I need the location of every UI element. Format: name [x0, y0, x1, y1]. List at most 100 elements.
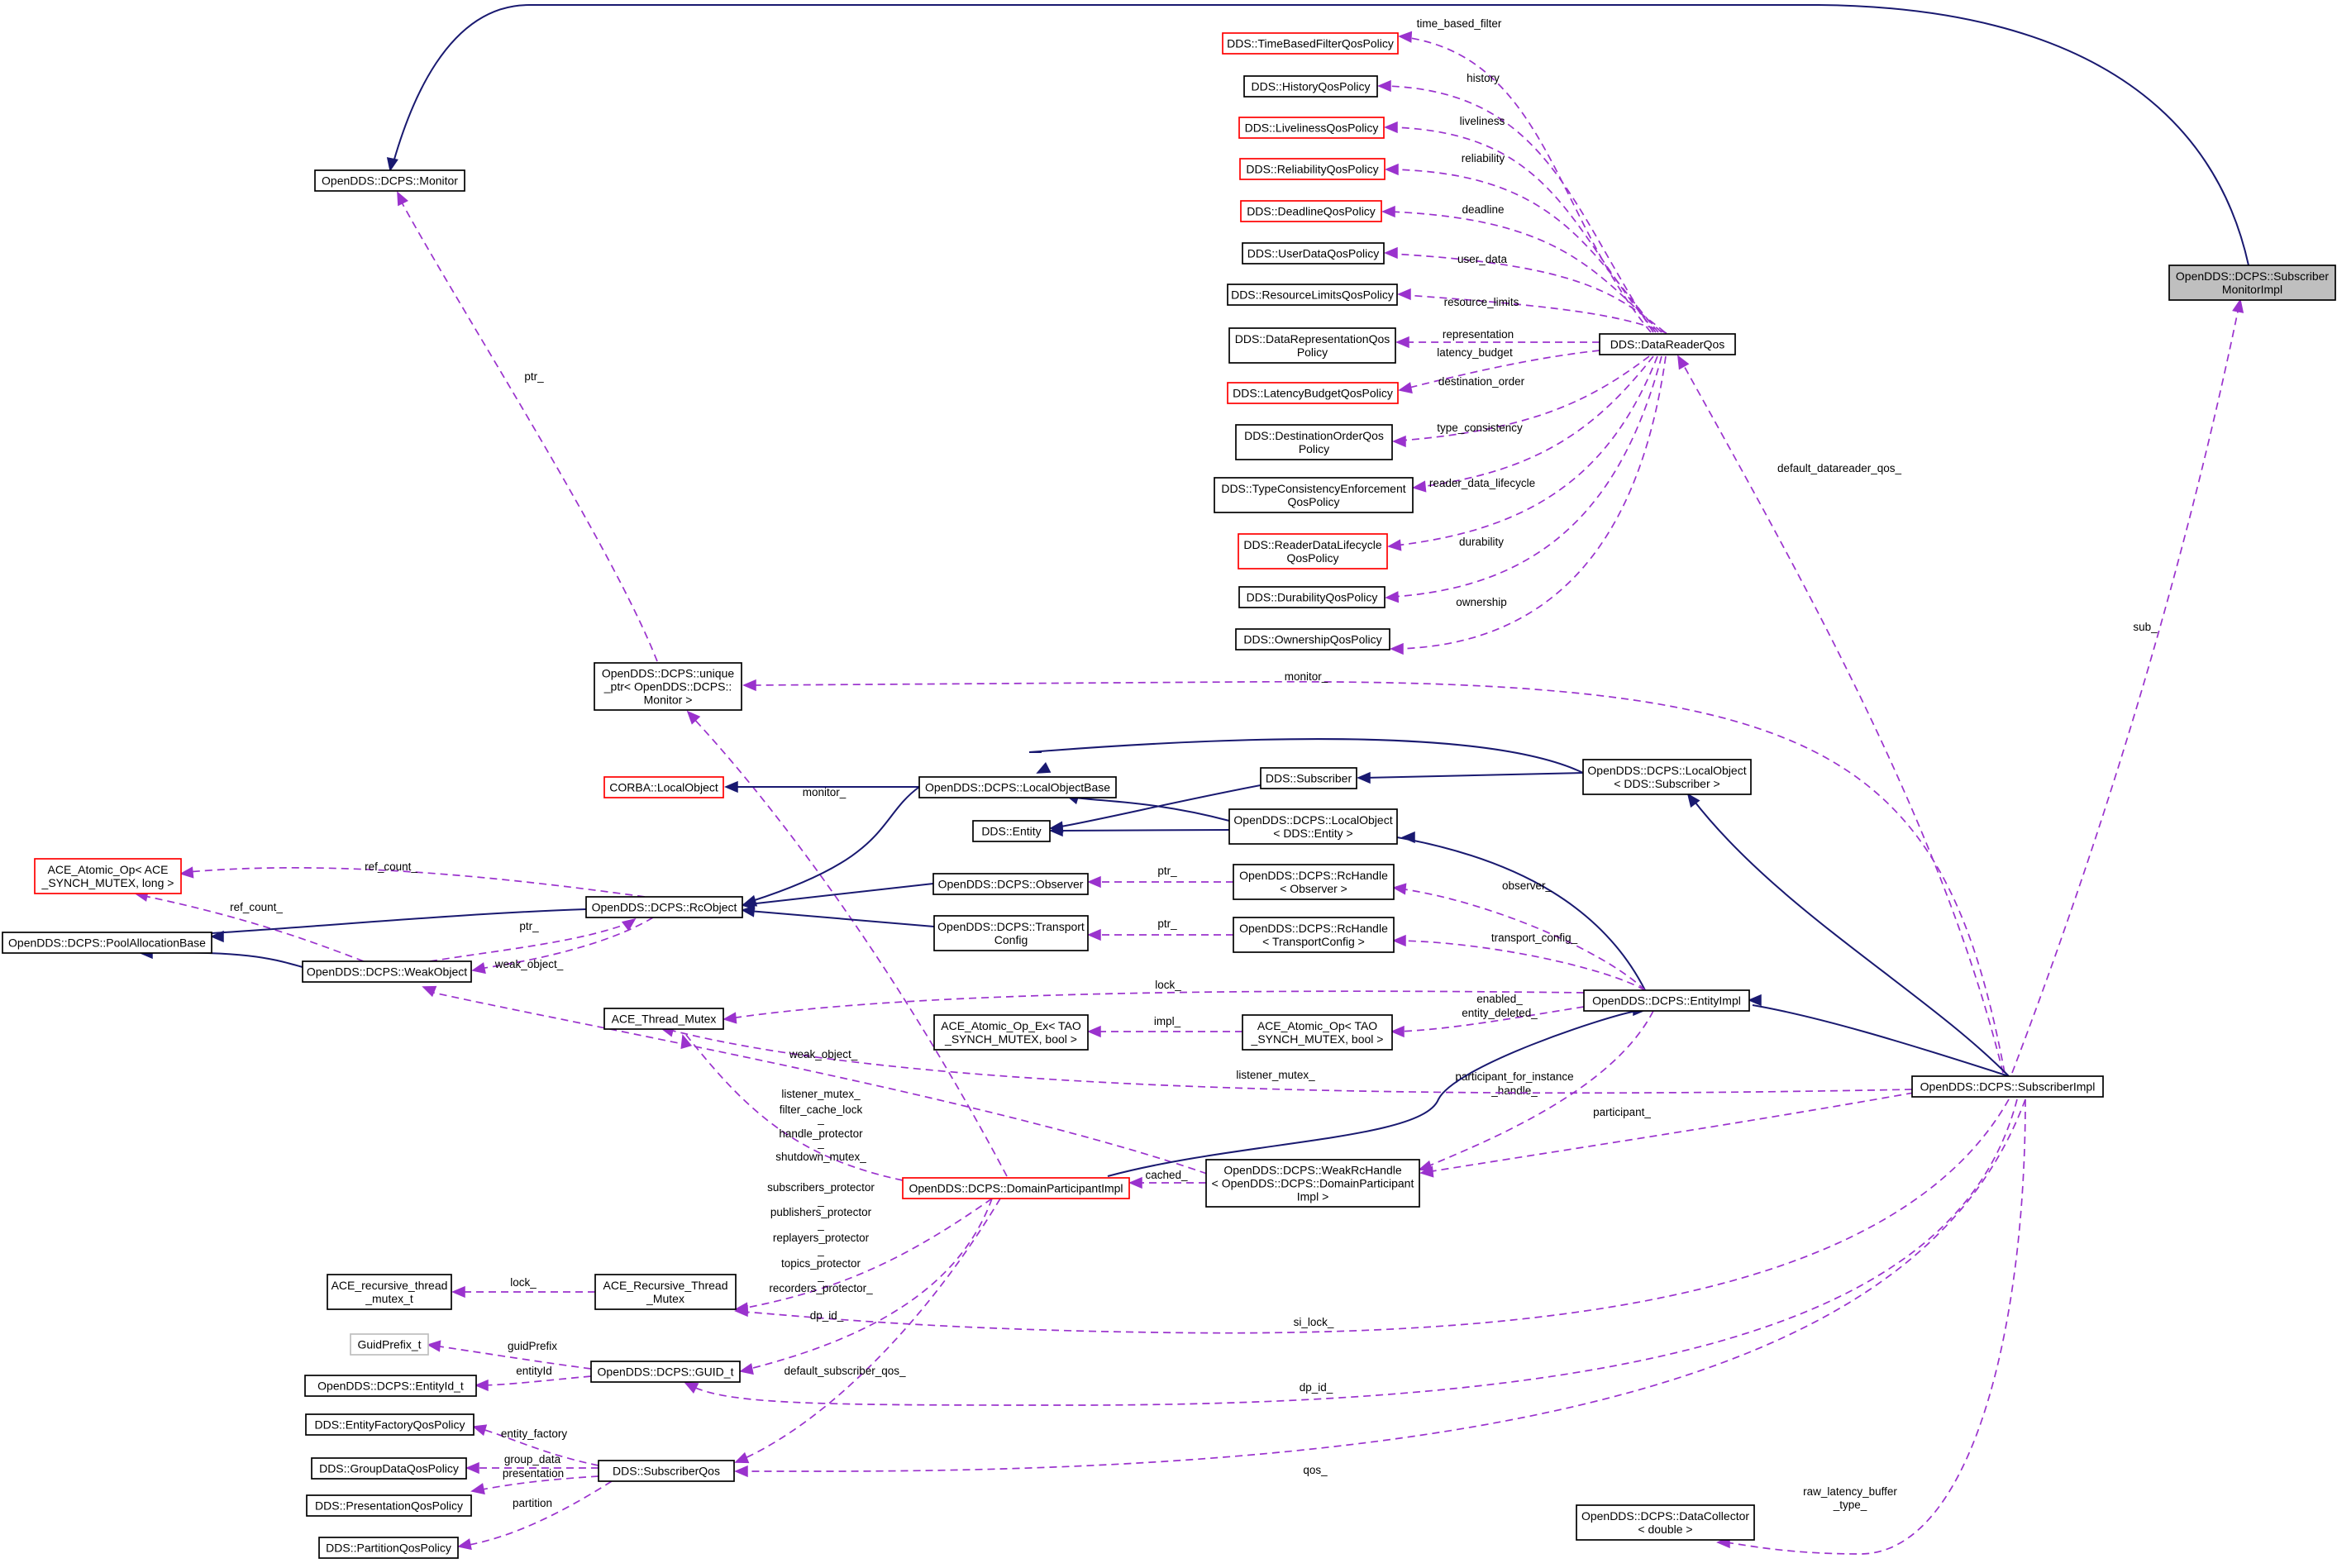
node-atomic-ex[interactable]: ACE_Atomic_Op_Ex< TAO_SYNCH_MUTEX, bool … — [933, 1014, 1089, 1051]
node-dds-entity[interactable]: DDS::Entity — [972, 820, 1051, 842]
node-monitor[interactable]: OpenDDS::DCPS::Monitor — [314, 169, 465, 192]
node-box[interactable] — [2, 932, 212, 954]
node-deadline[interactable]: DDS::DeadlineQosPolicy — [1240, 200, 1382, 222]
node-datacollector[interactable]: OpenDDS::DCPS::DataCollector< double > — [1576, 1504, 1755, 1541]
node-ownership[interactable]: DDS::OwnershipQosPolicy — [1235, 628, 1390, 651]
node-liveliness[interactable]: DDS::LivelinessQosPolicy — [1238, 117, 1385, 139]
node-groupdata[interactable]: DDS::GroupDataQosPolicy — [311, 1457, 467, 1480]
node-box[interactable] — [1235, 628, 1390, 651]
node-rcobject[interactable]: OpenDDS::DCPS::RcObject — [585, 896, 743, 918]
node-box[interactable] — [594, 662, 742, 711]
node-rec-mutex[interactable]: ACE_Recursive_Thread_Mutex — [594, 1274, 737, 1310]
node-observer[interactable]: OpenDDS::DCPS::Observer — [932, 873, 1089, 895]
node-history[interactable]: DDS::HistoryQosPolicy — [1243, 75, 1378, 98]
node-box[interactable] — [1235, 424, 1393, 460]
node-ace-atomic[interactable]: ACE_Atomic_Op< ACE_SYNCH_MUTEX, long > — [34, 858, 182, 894]
node-box[interactable] — [1576, 1504, 1755, 1541]
node-pool[interactable]: OpenDDS::DCPS::PoolAllocationBase — [2, 932, 212, 954]
node-box[interactable] — [1583, 989, 1750, 1012]
node-entityfactory[interactable]: DDS::EntityFactoryQosPolicy — [305, 1413, 475, 1436]
node-presentation[interactable]: DDS::PresentationQosPolicy — [306, 1494, 472, 1517]
node-box[interactable] — [1205, 1159, 1420, 1208]
node-box[interactable] — [1911, 1075, 2104, 1098]
node-box[interactable] — [327, 1274, 452, 1310]
node-unique-ptr[interactable]: OpenDDS::DCPS::unique_ptr< OpenDDS::DCPS… — [594, 662, 742, 711]
node-box[interactable] — [1238, 117, 1385, 139]
node-entityimpl[interactable]: OpenDDS::DCPS::EntityImpl — [1583, 989, 1750, 1012]
node-box[interactable] — [1238, 533, 1388, 570]
node-thread-mutex[interactable]: ACE_Thread_Mutex — [603, 1008, 724, 1030]
node-box[interactable] — [1243, 75, 1378, 98]
node-box[interactable] — [972, 820, 1051, 842]
node-box[interactable] — [1599, 333, 1736, 355]
node-box[interactable] — [603, 776, 724, 798]
node-box[interactable] — [302, 960, 472, 983]
node-atomic-op-bool[interactable]: ACE_Atomic_Op< TAO_SYNCH_MUTEX, bool > — [1242, 1014, 1393, 1051]
node-box[interactable] — [1214, 477, 1414, 513]
node-box[interactable] — [1239, 158, 1386, 180]
node-latbudget[interactable]: DDS::LatencyBudgetQosPolicy — [1227, 382, 1399, 404]
node-partition[interactable]: DDS::PartitionQosPolicy — [318, 1537, 459, 1559]
node-box[interactable] — [1222, 32, 1399, 55]
node-box[interactable] — [1242, 242, 1385, 265]
node-box[interactable] — [1233, 864, 1395, 900]
node-box[interactable] — [1238, 586, 1386, 608]
node-box[interactable] — [598, 1460, 735, 1482]
node-box[interactable] — [306, 1494, 472, 1517]
node-box[interactable] — [1240, 200, 1382, 222]
node-box[interactable] — [311, 1457, 467, 1480]
node-weakrc-dp[interactable]: OpenDDS::DCPS::WeakRcHandle< OpenDDS::DC… — [1205, 1159, 1420, 1208]
node-rc-observer[interactable]: OpenDDS::DCPS::RcHandle< Observer > — [1233, 864, 1395, 900]
node-tbf[interactable]: DDS::TimeBasedFilterQosPolicy — [1222, 32, 1399, 55]
node-box[interactable] — [350, 1333, 429, 1356]
node-transport[interactable]: OpenDDS::DCPS::TransportConfig — [933, 915, 1089, 951]
node-subimpl[interactable]: OpenDDS::DCPS::SubscriberImpl — [1911, 1075, 2104, 1098]
node-guid[interactable]: OpenDDS::DCPS::GUID_t — [590, 1361, 741, 1383]
node-weakobj[interactable]: OpenDDS::DCPS::WeakObject — [302, 960, 472, 983]
node-box[interactable] — [603, 1008, 724, 1030]
node-drqos[interactable]: DDS::DataReaderQos — [1599, 333, 1736, 355]
node-lo-sub[interactable]: OpenDDS::DCPS::LocalObject< DDS::Subscri… — [1582, 759, 1752, 795]
node-box[interactable] — [590, 1361, 741, 1383]
node-dpimpl[interactable]: OpenDDS::DCPS::DomainParticipantImpl — [902, 1177, 1130, 1199]
node-reliability[interactable]: DDS::ReliabilityQosPolicy — [1239, 158, 1386, 180]
node-rc-transport[interactable]: OpenDDS::DCPS::RcHandle< TransportConfig… — [1233, 917, 1395, 953]
node-box[interactable] — [305, 1413, 475, 1436]
node-guidprefix[interactable]: GuidPrefix_t — [350, 1333, 429, 1356]
node-box[interactable] — [1227, 382, 1399, 404]
node-box[interactable] — [1227, 284, 1398, 306]
node-lo-entity[interactable]: OpenDDS::DCPS::LocalObject< DDS::Entity … — [1228, 808, 1398, 845]
node-corba-lo[interactable]: CORBA::LocalObject — [603, 776, 724, 798]
node-box[interactable] — [34, 858, 182, 894]
node-box[interactable] — [594, 1274, 737, 1310]
node-box[interactable] — [318, 1537, 459, 1559]
node-box[interactable] — [1582, 759, 1752, 795]
node-lobase[interactable]: OpenDDS::DCPS::LocalObjectBase — [918, 776, 1117, 798]
node-reslimits[interactable]: DDS::ResourceLimitsQosPolicy — [1227, 284, 1398, 306]
node-box[interactable] — [918, 776, 1117, 798]
node-box[interactable] — [1233, 917, 1395, 953]
node-box[interactable] — [1228, 808, 1398, 845]
node-box[interactable] — [2168, 265, 2336, 301]
node-entityid[interactable]: OpenDDS::DCPS::EntityId_t — [304, 1375, 477, 1397]
node-dds-sub[interactable]: DDS::Subscriber — [1260, 767, 1357, 789]
node-box[interactable] — [304, 1375, 477, 1397]
node-box[interactable] — [933, 915, 1089, 951]
node-box[interactable] — [585, 896, 743, 918]
node-box[interactable] — [1260, 767, 1357, 789]
node-box[interactable] — [1228, 327, 1396, 364]
node-userdata[interactable]: DDS::UserDataQosPolicy — [1242, 242, 1385, 265]
node-box[interactable] — [932, 873, 1089, 895]
node-box[interactable] — [1242, 1014, 1393, 1051]
node-durability[interactable]: DDS::DurabilityQosPolicy — [1238, 586, 1386, 608]
node-box[interactable] — [902, 1177, 1130, 1199]
node-box[interactable] — [933, 1014, 1089, 1051]
node-rec-thread-t[interactable]: ACE_recursive_thread_mutex_t — [327, 1274, 452, 1310]
node-box[interactable] — [314, 169, 465, 192]
node-subqos[interactable]: DDS::SubscriberQos — [598, 1460, 735, 1482]
